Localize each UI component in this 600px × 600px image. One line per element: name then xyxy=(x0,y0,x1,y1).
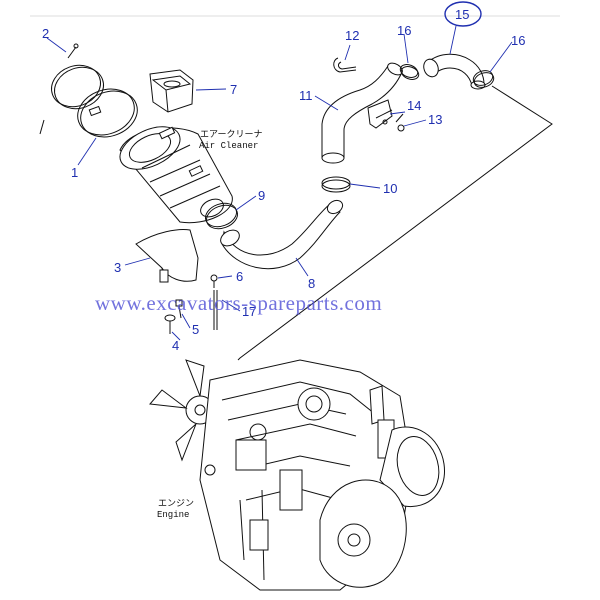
air-cleaner-label-jp: エアークリーナ xyxy=(200,129,262,140)
engine-label-en: Engine xyxy=(157,510,189,520)
callout-7[interactable]: 7 xyxy=(230,82,237,97)
callout-9[interactable]: 9 xyxy=(258,188,265,203)
highlight-circle-part-15 xyxy=(444,1,482,27)
callout-8[interactable]: 8 xyxy=(308,276,315,291)
callout-12[interactable]: 12 xyxy=(345,28,359,43)
part-4-washer[interactable] xyxy=(164,314,176,334)
part-13-bolt[interactable] xyxy=(395,113,405,132)
part-7-rubber-block[interactable] xyxy=(149,69,194,113)
part-5-bolt[interactable] xyxy=(175,299,183,319)
callout-4[interactable]: 4 xyxy=(172,338,179,353)
callout-6[interactable]: 6 xyxy=(236,269,243,284)
watermark-text: www.excavators-spareparts.com xyxy=(95,291,382,315)
engine-assembly[interactable] xyxy=(149,359,445,591)
callout-13[interactable]: 13 xyxy=(428,112,442,127)
part-16-clamp-left[interactable] xyxy=(398,62,420,81)
callout-1[interactable]: 1 xyxy=(71,165,78,180)
part-16-clamp-right[interactable] xyxy=(471,68,496,90)
part-14-bracket[interactable] xyxy=(367,99,393,129)
callout-16-left[interactable]: 16 xyxy=(397,23,411,38)
leader-lines xyxy=(46,25,513,341)
part-8-lower-hose[interactable] xyxy=(218,198,345,270)
air-cleaner-label-en: Air Cleaner xyxy=(199,141,258,151)
part-17-tube[interactable] xyxy=(213,290,218,330)
part-6-fitting[interactable] xyxy=(210,274,218,288)
connection-line-to-engine xyxy=(237,85,553,361)
part-10-clamp[interactable] xyxy=(321,176,351,193)
callout-2[interactable]: 2 xyxy=(42,26,49,41)
air-cleaner-body[interactable] xyxy=(113,118,233,224)
callout-15[interactable]: 15 xyxy=(455,7,469,22)
callout-14[interactable]: 14 xyxy=(407,98,421,113)
callout-16-right[interactable]: 16 xyxy=(511,33,525,48)
part-11-upper-hose[interactable] xyxy=(321,61,404,164)
callout-3[interactable]: 3 xyxy=(114,260,121,275)
part-2-pin[interactable] xyxy=(67,43,79,59)
engine-label-jp: エンジン xyxy=(158,499,194,509)
part-12-u-bolt[interactable] xyxy=(333,57,357,73)
callout-10[interactable]: 10 xyxy=(383,181,397,196)
part-1-clamp-bands[interactable] xyxy=(39,59,144,145)
callout-11[interactable]: 11 xyxy=(299,88,313,103)
callout-17[interactable]: 17 xyxy=(242,304,256,319)
part-3-plate[interactable] xyxy=(135,229,199,283)
callout-5[interactable]: 5 xyxy=(192,322,199,337)
